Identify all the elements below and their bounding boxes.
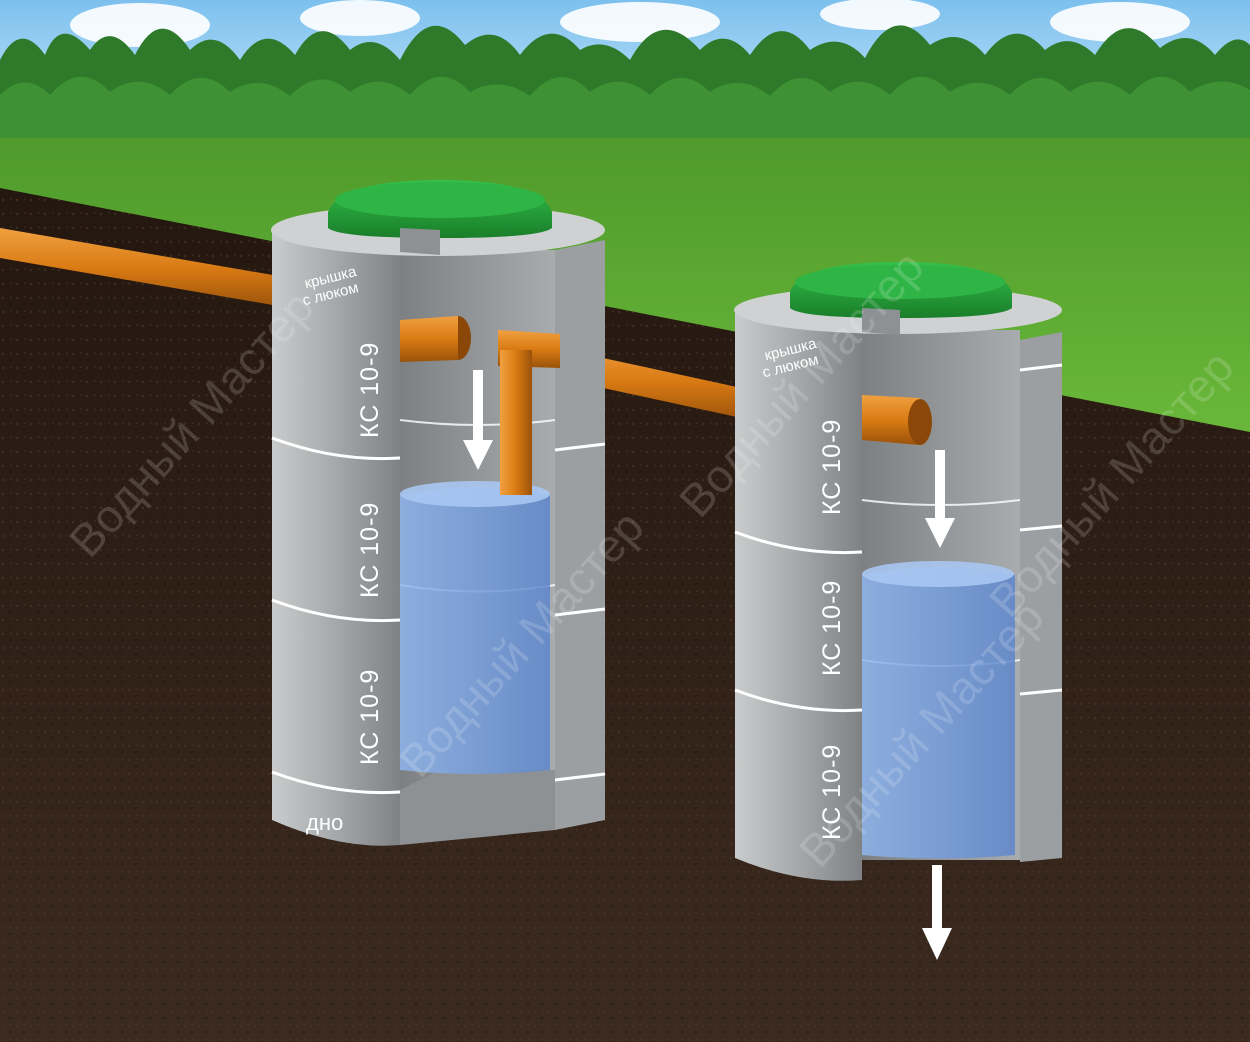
right-ring-3-label: КС 10-9 [818,744,846,840]
left-ring-3-label: КС 10-9 [356,669,384,765]
inlet-pipe [0,228,290,308]
water-right [862,567,1015,859]
left-ring-1-label: КС 10-9 [356,342,384,438]
arrow-down-left [463,370,493,470]
arrow-down-ground [922,865,952,960]
arrow-down-right [925,450,955,548]
left-bottom-label: дно [306,810,343,835]
right-ring-1-label: КС 10-9 [818,419,846,515]
well-right [734,262,1063,881]
left-ring-2-label: КС 10-9 [356,502,384,598]
right-ring-2-label: КС 10-9 [818,580,846,676]
well-left [271,180,606,846]
tree-line [0,25,1250,140]
water-left [400,487,550,774]
